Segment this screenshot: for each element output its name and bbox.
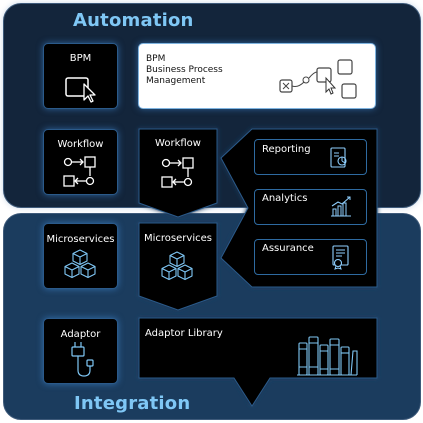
bpm-card[interactable]: BPM [43, 43, 118, 109]
assurance-label: Assurance [262, 243, 314, 254]
bpm-detail-line3: Management [146, 76, 206, 86]
microservices-card-1[interactable]: Microservices [43, 223, 118, 289]
bpm-label: BPM [69, 53, 92, 64]
analytics-label: Analytics [262, 193, 308, 204]
process-boxes-icon [279, 59, 357, 99]
analytics-chart-icon [331, 196, 351, 217]
analytics-item[interactable] [254, 189, 367, 225]
cursor-window-icon [65, 77, 96, 103]
integration-title: Integration [74, 393, 191, 414]
workflow-icon [161, 157, 194, 188]
plug-icon [71, 342, 94, 377]
workflow-icon [63, 156, 96, 187]
adaptor-label: Adaptor [60, 329, 101, 340]
bpm-detail-card[interactable] [138, 43, 376, 109]
bpm-detail-line2: Business Process [146, 65, 223, 75]
cubes-icon [161, 251, 193, 281]
assurance-doc-icon [332, 245, 349, 270]
microservices-label-2: Microservices [144, 233, 212, 244]
bpm-detail-line1: BPM [146, 54, 166, 64]
report-icon [330, 147, 347, 168]
workflow-label-2: Workflow [155, 138, 201, 149]
automation-title: Automation [73, 10, 194, 31]
microservices-label-1: Microservices [46, 234, 115, 245]
adaptor-library-label: Adaptor Library [145, 328, 223, 339]
adaptor-card[interactable]: Adaptor [43, 318, 118, 384]
reporting-label: Reporting [262, 144, 311, 155]
bpm-description: BPM Business Process Management [146, 54, 223, 87]
books-icon [297, 336, 358, 376]
workflow-card-2-shape[interactable] [138, 128, 218, 218]
reporting-item[interactable] [254, 139, 367, 175]
cubes-icon [64, 249, 96, 279]
workflow-label-1: Workflow [57, 139, 104, 150]
